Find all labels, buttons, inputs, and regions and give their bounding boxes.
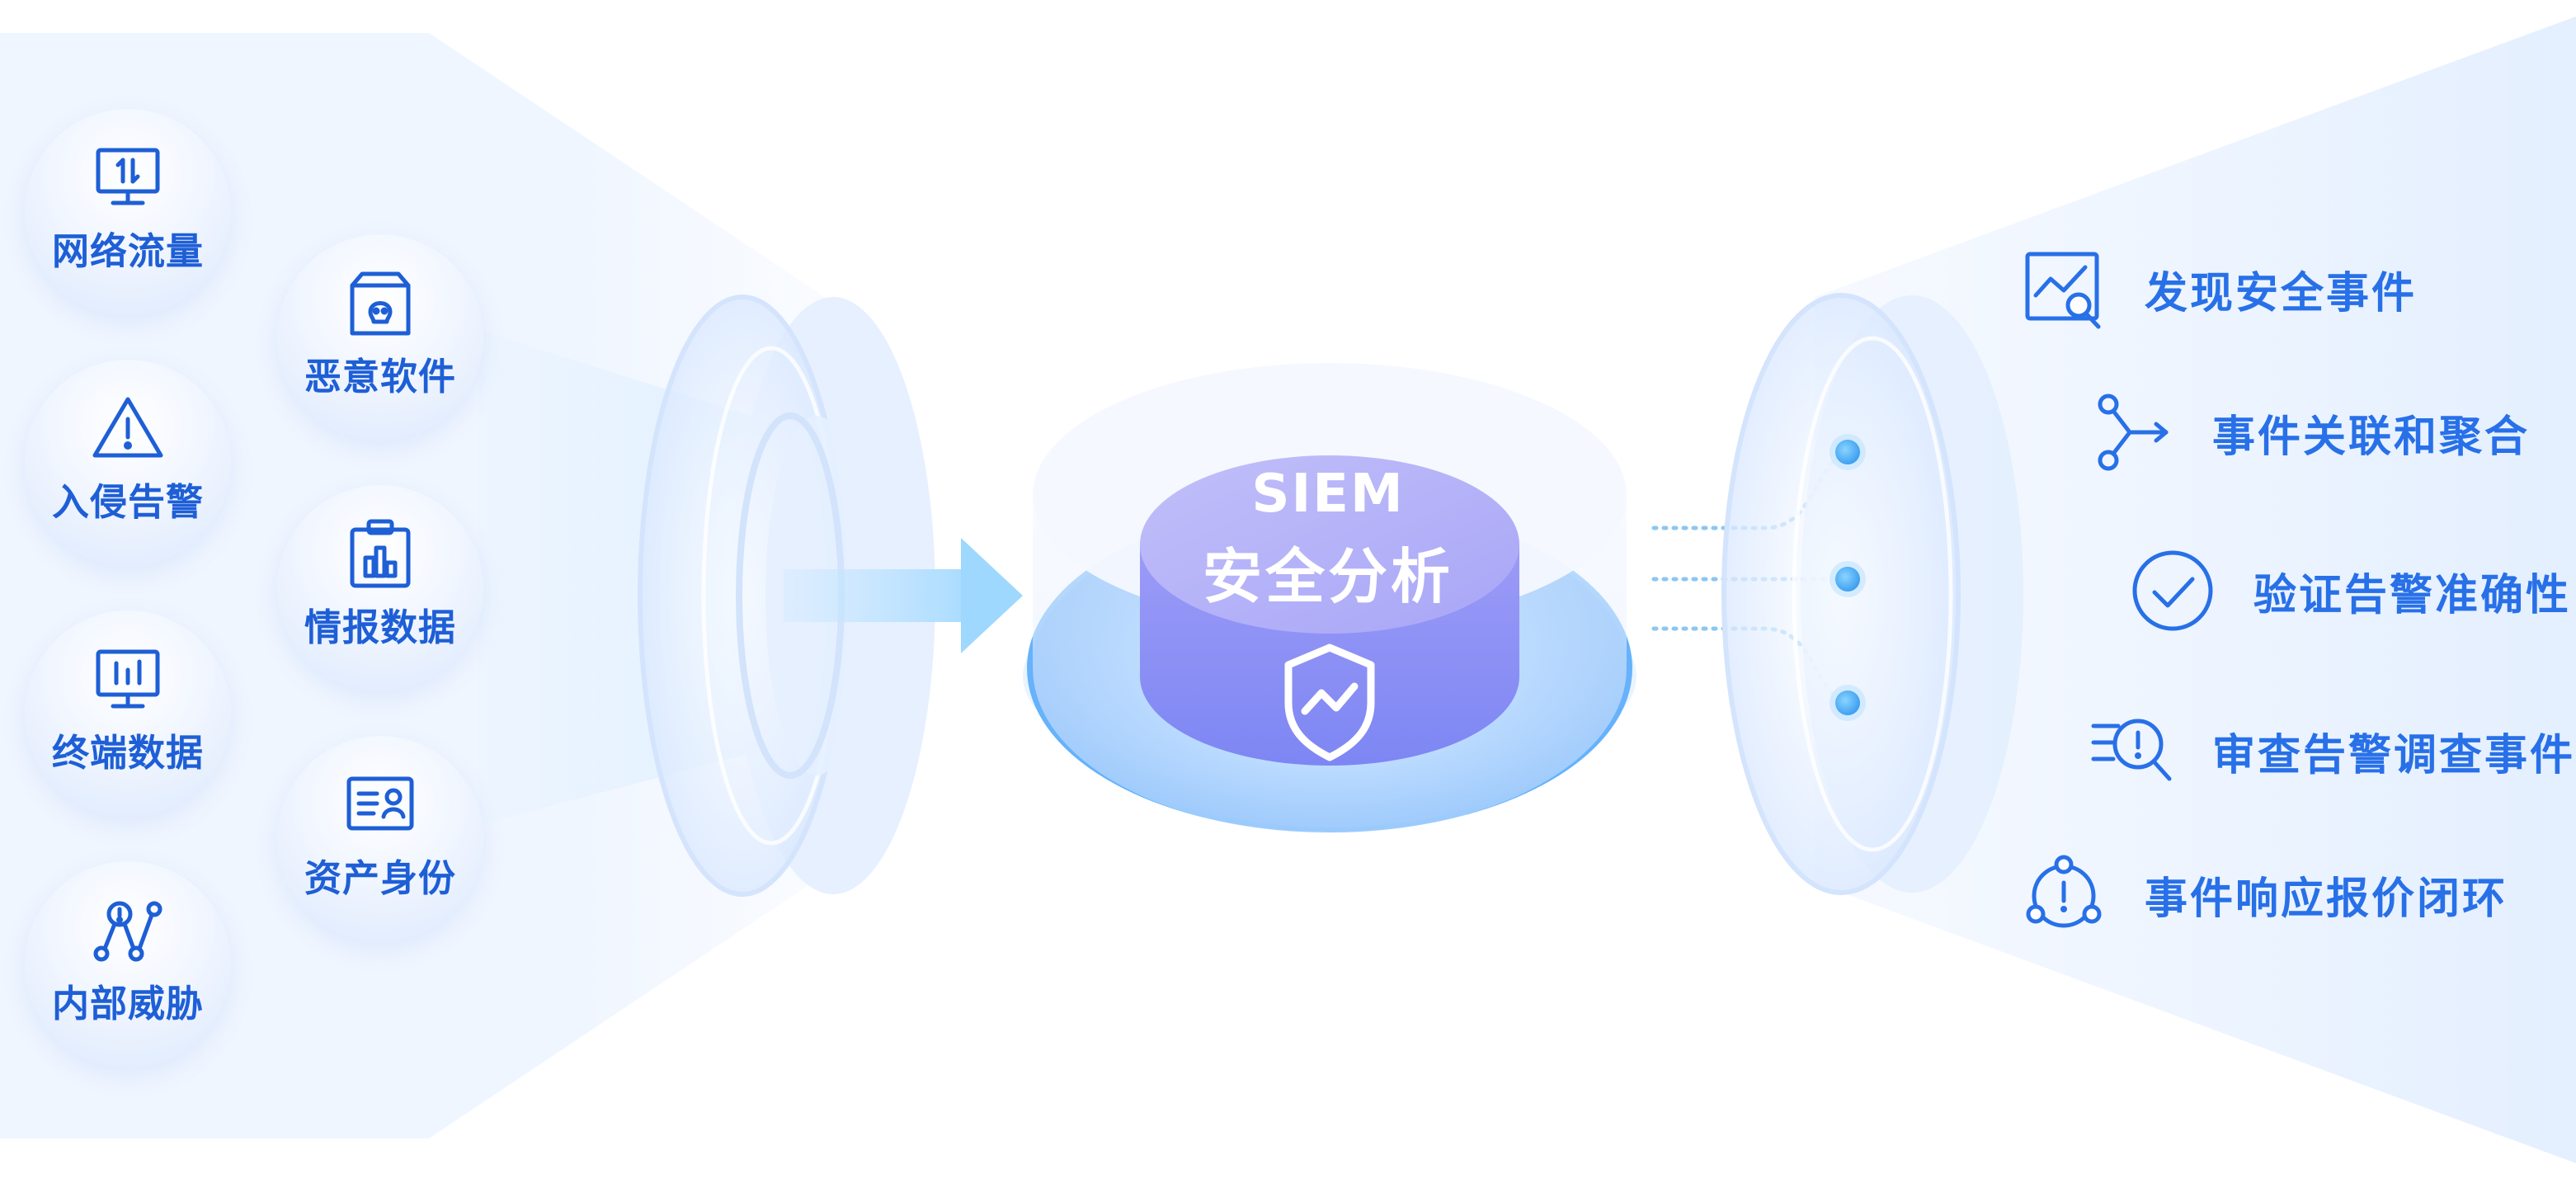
core-title-line2: 安全分析 [1202,542,1453,611]
output-verify-alerts: 验证告警准确性 [2130,548,2571,634]
output-label: 事件响应报价闭环 [2145,874,2508,924]
source-label: 网络流量 [51,229,204,273]
siem-core-platform [1023,363,1636,833]
source-asset-identity: 资产身份 [277,736,483,942]
network-alert-icon [2026,855,2102,928]
source-label: 内部威胁 [51,981,204,1025]
output-review-alerts: 审查告警调查事件 [2089,708,2575,794]
source-label: 恶意软件 [304,354,456,398]
shield-check-icon [1284,643,1375,761]
malware-icon [350,271,411,335]
source-label: 终端数据 [51,730,204,775]
network-traffic-icon [96,148,160,205]
flow-arrow [784,538,1023,653]
output-label: 事件关联和聚合 [2212,412,2531,462]
source-label: 入侵告警 [51,479,204,524]
output-discover-events: 发现安全事件 [2021,246,2417,332]
intel-clipboard-icon [350,519,411,587]
list-search-icon [2091,719,2172,781]
source-endpoint-data: 终端数据 [25,610,231,817]
source-malware: 恶意软件 [277,234,483,441]
source-internal-threat: 内部威胁 [25,861,231,1068]
output-correlate-events: 事件关联和聚合 [2089,389,2530,475]
internal-threat-icon [93,901,162,961]
core-title-line1: SIEM [1251,464,1405,525]
output-lens [1721,293,2023,895]
source-network-traffic: 网络流量 [25,109,231,315]
endpoint-monitor-icon [96,649,160,708]
source-label: 情报数据 [304,605,456,649]
output-label: 审查告警调查事件 [2212,730,2576,780]
chart-search-icon [2025,252,2101,329]
output-incident-response: 事件响应报价闭环 [2021,851,2508,937]
check-circle-icon [2132,550,2213,631]
warning-triangle-icon [92,397,163,457]
output-nodes [1830,434,1866,721]
output-label: 验证告警准确性 [2253,570,2572,620]
identity-card-icon [346,776,414,830]
branch-arrow-icon [2098,394,2169,471]
output-label: 发现安全事件 [2145,268,2418,318]
source-intel-data: 情报数据 [277,485,483,691]
source-intrusion-alert: 入侵告警 [25,360,231,566]
source-label: 资产身份 [304,855,456,900]
